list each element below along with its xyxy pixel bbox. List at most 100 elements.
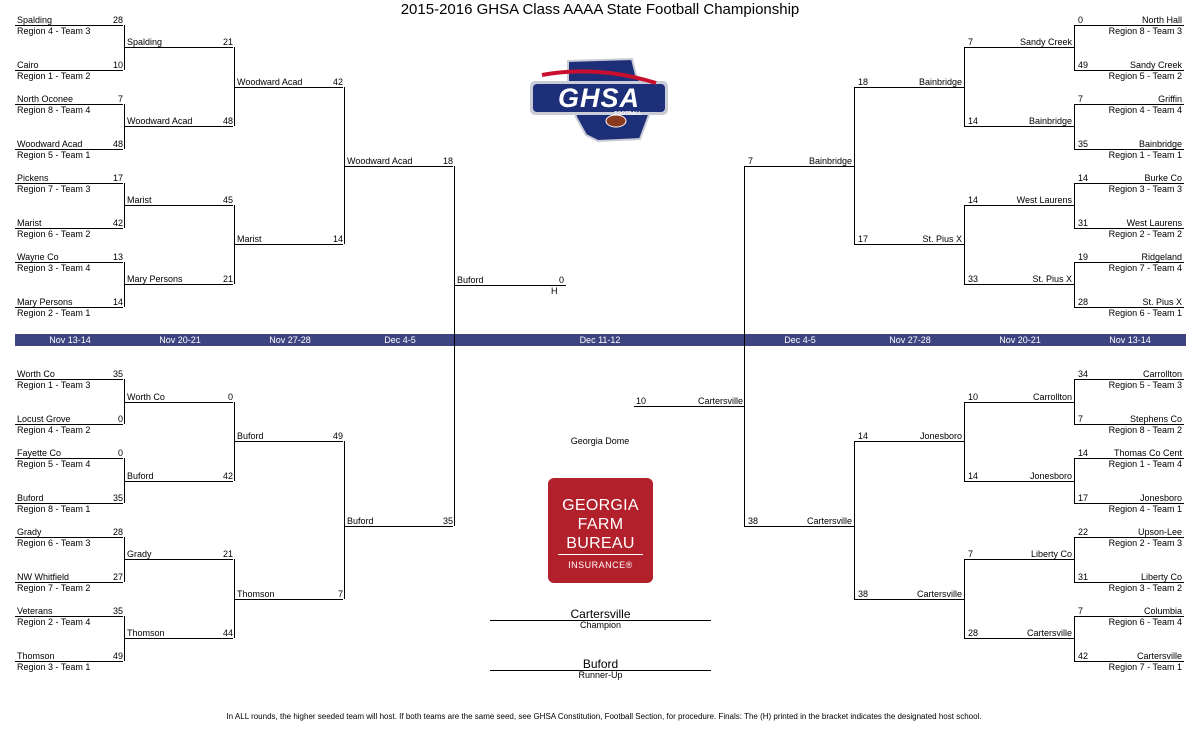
team-score: 14: [968, 471, 979, 481]
team-score: 14: [1078, 173, 1089, 183]
team-score: 49: [1078, 60, 1089, 70]
left-r1-line: [15, 262, 123, 263]
team-name: St. Pius X: [1142, 297, 1182, 307]
round-date-label: Nov 13-14: [49, 335, 91, 345]
team-score: 7: [1078, 414, 1084, 424]
left-r1-line: [15, 537, 123, 538]
team-name: Bainbridge: [918, 77, 962, 87]
team-score: 18: [858, 77, 869, 87]
right-r2-line: [964, 205, 1074, 206]
team-seed: Region 8 - Team 2: [1108, 425, 1182, 435]
team-seed: Region 2 - Team 4: [17, 617, 91, 627]
bracket-connector: [124, 183, 125, 228]
right-r1-line: [1074, 25, 1184, 26]
team-name: Bainbridge: [1028, 116, 1072, 126]
team-score: 17: [1078, 493, 1089, 503]
team-name: Carrollton: [1142, 369, 1182, 379]
team-seed: Region 1 - Team 4: [1108, 459, 1182, 469]
team-seed: Region 7 - Team 4: [1108, 263, 1182, 273]
team-name: Woodward Acad: [237, 77, 303, 87]
team-seed: Region 1 - Team 1: [1108, 150, 1182, 160]
team-score: 7: [748, 156, 754, 166]
team-seed: Region 4 - Team 1: [1108, 504, 1182, 514]
bracket-connector: [1074, 458, 1075, 503]
team-seed: Region 1 - Team 2: [17, 71, 91, 81]
bracket-connector: [234, 47, 235, 126]
bracket-connector: [124, 616, 125, 661]
team-score: 0: [227, 392, 233, 402]
right-r1-line: [1074, 262, 1184, 263]
bracket-connector: [344, 441, 345, 599]
right-r3-line: [854, 87, 964, 88]
left-r1-line: [15, 661, 123, 662]
runner-up-name: Buford: [582, 657, 619, 671]
team-seed: Region 1 - Team 3: [17, 380, 91, 390]
bracket-connector: [964, 205, 965, 284]
team-score: 35: [112, 606, 123, 616]
team-score: 7: [117, 94, 123, 104]
team-score: 14: [968, 116, 979, 126]
footer-note: In ALL rounds, the higher seeded team wi…: [226, 712, 982, 721]
right-r2-line: [964, 284, 1074, 285]
team-score: 7: [1078, 606, 1084, 616]
round-date-label: Nov 27-28: [269, 335, 311, 345]
left-r1-line: [15, 70, 123, 71]
champion-line: [490, 620, 711, 621]
team-score: 0: [558, 275, 564, 285]
team-score: 35: [112, 369, 123, 379]
right-r4-line: [744, 526, 854, 527]
team-name: Buford: [457, 275, 484, 285]
team-name: Cartersville: [1136, 651, 1182, 661]
team-seed: Region 7 - Team 3: [17, 184, 91, 194]
team-name: Thomas Co Cent: [1113, 448, 1182, 458]
right-r2-line: [964, 402, 1074, 403]
team-score: 18: [442, 156, 453, 166]
team-name: Jonesboro: [919, 431, 962, 441]
team-name: Woodward Acad: [127, 116, 193, 126]
team-score: 28: [112, 15, 123, 25]
team-score: 34: [1078, 369, 1089, 379]
team-score: 14: [112, 297, 123, 307]
bracket-connector: [854, 441, 855, 599]
team-seed: Region 8 - Team 3: [1108, 26, 1182, 36]
left-r1-line: [15, 307, 123, 308]
team-score: 10: [636, 396, 647, 406]
team-score: 7: [968, 37, 974, 47]
right-r1-line: [1074, 70, 1184, 71]
left-r1-line: [15, 25, 123, 26]
ghsa-logo-text: GHSA: [557, 83, 640, 113]
ghsa-logo: GHSA FOOTBALL: [528, 55, 670, 147]
team-name: Jonesboro: [1029, 471, 1072, 481]
right-r4-line: [744, 166, 854, 167]
team-seed: Region 2 - Team 2: [1108, 229, 1182, 239]
team-name: Woodward Acad: [347, 156, 413, 166]
left-r4-line: [345, 166, 453, 167]
right-final-line: [634, 406, 745, 407]
team-seed: Region 6 - Team 2: [17, 229, 91, 239]
team-score: 14: [332, 234, 343, 244]
team-name: Thomson: [127, 628, 165, 638]
team-score: 14: [968, 195, 979, 205]
left-r4-line: [345, 526, 453, 527]
right-r1-line: [1074, 149, 1184, 150]
right-r1-line: [1074, 307, 1184, 308]
team-seed: Region 3 - Team 1: [17, 662, 91, 672]
team-name: St. Pius X: [1032, 274, 1072, 284]
left-r1-line: [15, 458, 123, 459]
team-name: Buford: [17, 493, 44, 503]
team-name: Carrollton: [1032, 392, 1072, 402]
team-seed: Region 3 - Team 3: [1108, 184, 1182, 194]
team-seed: Region 5 - Team 1: [17, 150, 91, 160]
team-name: Griffin: [1158, 94, 1182, 104]
team-score: 7: [337, 589, 343, 599]
team-score: 35: [112, 493, 123, 503]
sponsor-subtitle: INSURANCE®: [568, 560, 633, 570]
left-r2-line: [125, 205, 233, 206]
team-score: 35: [442, 516, 453, 526]
team-name: North Oconee: [17, 94, 74, 104]
team-seed: Region 4 - Team 2: [17, 425, 91, 435]
team-name: Buford: [127, 471, 154, 481]
right-r1-line: [1074, 104, 1184, 105]
team-score: 17: [858, 234, 869, 244]
left-r2-line: [125, 284, 233, 285]
